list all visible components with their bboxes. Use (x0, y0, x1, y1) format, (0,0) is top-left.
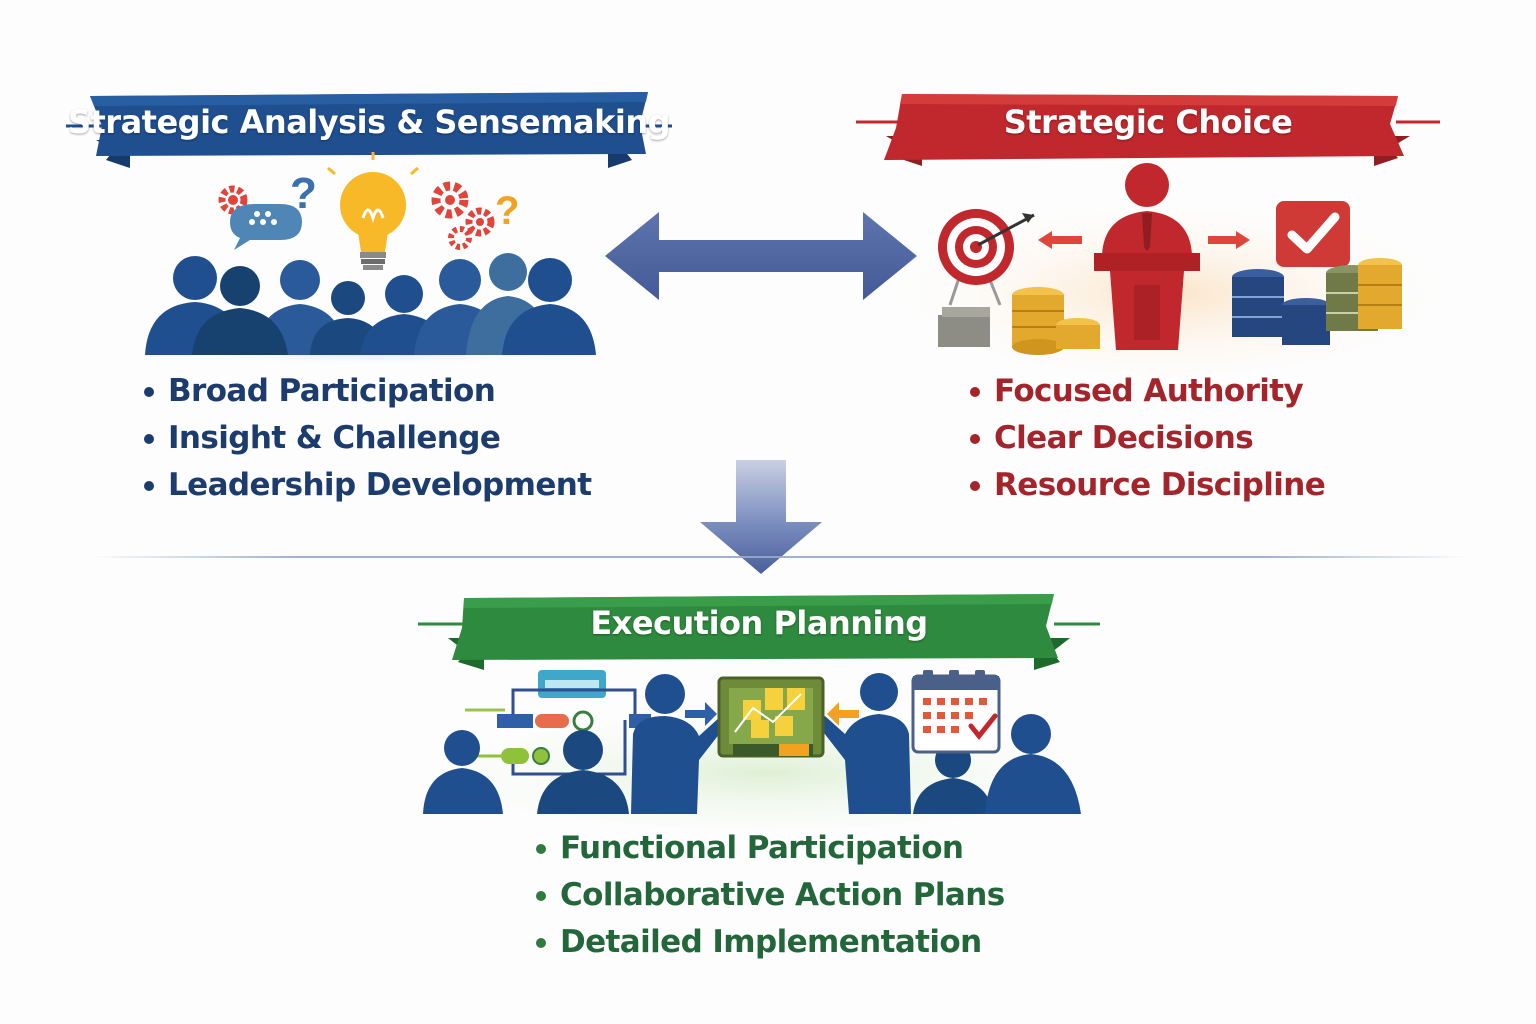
chat-bubble-icon (230, 204, 302, 250)
section-divider (90, 556, 1470, 558)
analysis-title: Strategic Analysis & Sensemaking (67, 103, 671, 141)
bullet-dot (144, 386, 154, 397)
gear-icon (218, 185, 248, 215)
bullet-dot (536, 843, 546, 854)
bullet-text: Leadership Development (168, 467, 592, 503)
bullet-text: Collaborative Action Plans (560, 877, 1005, 913)
target-icon (938, 209, 1035, 306)
list-item: Detailed Implementation (536, 919, 1005, 966)
list-item: Collaborative Action Plans (536, 872, 1005, 919)
execution-illustration (405, 670, 1125, 829)
execution-title: Execution Planning (590, 604, 928, 642)
analysis-banner: Strategic Analysis & Sensemaking (66, 88, 672, 174)
analysis-ribbon-shape (66, 92, 672, 168)
bullet-text: Broad Participation (168, 373, 496, 409)
bullet-dot (970, 433, 980, 444)
bullet-text: Clear Decisions (994, 420, 1254, 456)
bullet-dot (970, 386, 980, 397)
choice-banner: Strategic Choice (856, 90, 1440, 176)
list-item: Resource Discipline (970, 462, 1326, 509)
question-mark-icon: ? (495, 189, 519, 233)
people-group-icon (145, 253, 596, 355)
podium-speaker-icon (1094, 163, 1200, 350)
list-item: Leadership Development (144, 462, 592, 509)
question-mark-icon: ? (290, 169, 317, 218)
bullet-dot (536, 937, 546, 948)
bullet-text: Resource Discipline (994, 467, 1326, 503)
choice-illustration (900, 163, 1440, 375)
choice-title: Strategic Choice (1003, 103, 1293, 141)
execution-bullet-list: Functional Participation Collaborative A… (536, 825, 1005, 966)
list-item: Broad Participation (144, 368, 591, 415)
gear-icon (431, 181, 495, 250)
list-item: Focused Authority (970, 368, 1325, 415)
down-arrow-icon (700, 460, 822, 574)
choice-bullet-list: Focused Authority Clear Decisions Resour… (970, 368, 1326, 509)
checkmark-icon (1276, 201, 1350, 267)
bullet-text: Detailed Implementation (560, 924, 982, 960)
execution-ribbon-shape (418, 594, 1100, 670)
bullet-text: Functional Participation (560, 830, 964, 866)
calendar-icon (911, 670, 1001, 754)
bullet-text: Focused Authority (994, 373, 1304, 409)
analysis-bullet-list: Broad Participation Insight & Challenge … (144, 368, 592, 509)
bidirectional-arrow-icon (605, 212, 917, 300)
list-item: Insight & Challenge (144, 415, 591, 462)
bullet-dot (144, 433, 154, 444)
execution-banner: Execution Planning (418, 590, 1100, 676)
bullet-dot (536, 890, 546, 901)
coin-stack-icon (938, 258, 1402, 355)
flowchart-icon (465, 670, 651, 776)
bullet-text: Insight & Challenge (168, 420, 501, 456)
choice-ribbon-shape (856, 94, 1440, 166)
bullet-dot (144, 480, 154, 491)
analysis-illustration: ? ? (130, 152, 610, 366)
list-item: Clear Decisions (970, 415, 1325, 462)
list-item: Functional Participation (536, 825, 1005, 872)
bullet-dot (970, 480, 980, 491)
whiteboard-icon (717, 676, 825, 758)
lightbulb-icon (327, 152, 419, 270)
